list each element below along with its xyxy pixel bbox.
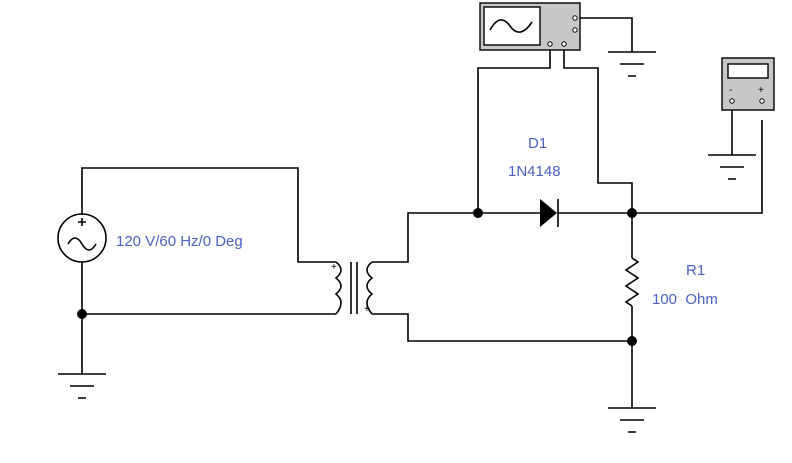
scope-terminal[interactable] xyxy=(561,41,567,47)
junction-dot xyxy=(77,309,87,319)
meter-terminal-neg[interactable] xyxy=(729,98,735,104)
ground-icon xyxy=(708,154,756,180)
wire-secondary-top xyxy=(372,212,540,263)
ground-icon xyxy=(58,373,106,399)
transformer-secondary-polarity: + xyxy=(364,304,370,315)
ground-icon xyxy=(608,407,656,433)
diode-model: 1N4148 xyxy=(508,163,561,180)
resistor-value: 100 Ohm xyxy=(652,291,718,308)
ac-voltage-source[interactable] xyxy=(57,213,107,263)
resistor-ref: R1 xyxy=(686,262,705,279)
wire-diode-out xyxy=(558,120,763,214)
wire-scope-ground xyxy=(580,17,633,52)
scope-terminal[interactable] xyxy=(547,41,553,47)
wire-secondary-bottom xyxy=(372,313,632,342)
diode-ref: D1 xyxy=(528,135,547,152)
junction-dot xyxy=(627,208,637,218)
multimeter[interactable] xyxy=(721,57,775,111)
meter-neg-label: - xyxy=(729,85,732,96)
scope-terminal[interactable] xyxy=(572,27,578,33)
wire-scope-b xyxy=(563,50,633,213)
transformer[interactable] xyxy=(334,261,374,315)
wire-source-top xyxy=(81,167,336,263)
junction-dot xyxy=(627,336,637,346)
wires xyxy=(81,17,763,408)
junctions xyxy=(77,208,637,346)
source-label: 120 V/60 Hz/0 Deg xyxy=(116,233,243,250)
diode[interactable] xyxy=(540,199,559,227)
oscilloscope[interactable] xyxy=(479,2,581,51)
scope-terminal[interactable] xyxy=(572,15,578,21)
meter-terminal-pos[interactable] xyxy=(759,98,765,104)
junction-dot xyxy=(473,208,483,218)
ground-icon xyxy=(608,51,656,77)
sine-wave-icon xyxy=(489,19,533,33)
transformer-primary-polarity: + xyxy=(331,262,337,273)
meter-pos-label: + xyxy=(758,85,764,96)
wire-source-bottom xyxy=(81,262,336,315)
wire-scope-a xyxy=(477,50,551,213)
resistor[interactable] xyxy=(624,257,640,307)
